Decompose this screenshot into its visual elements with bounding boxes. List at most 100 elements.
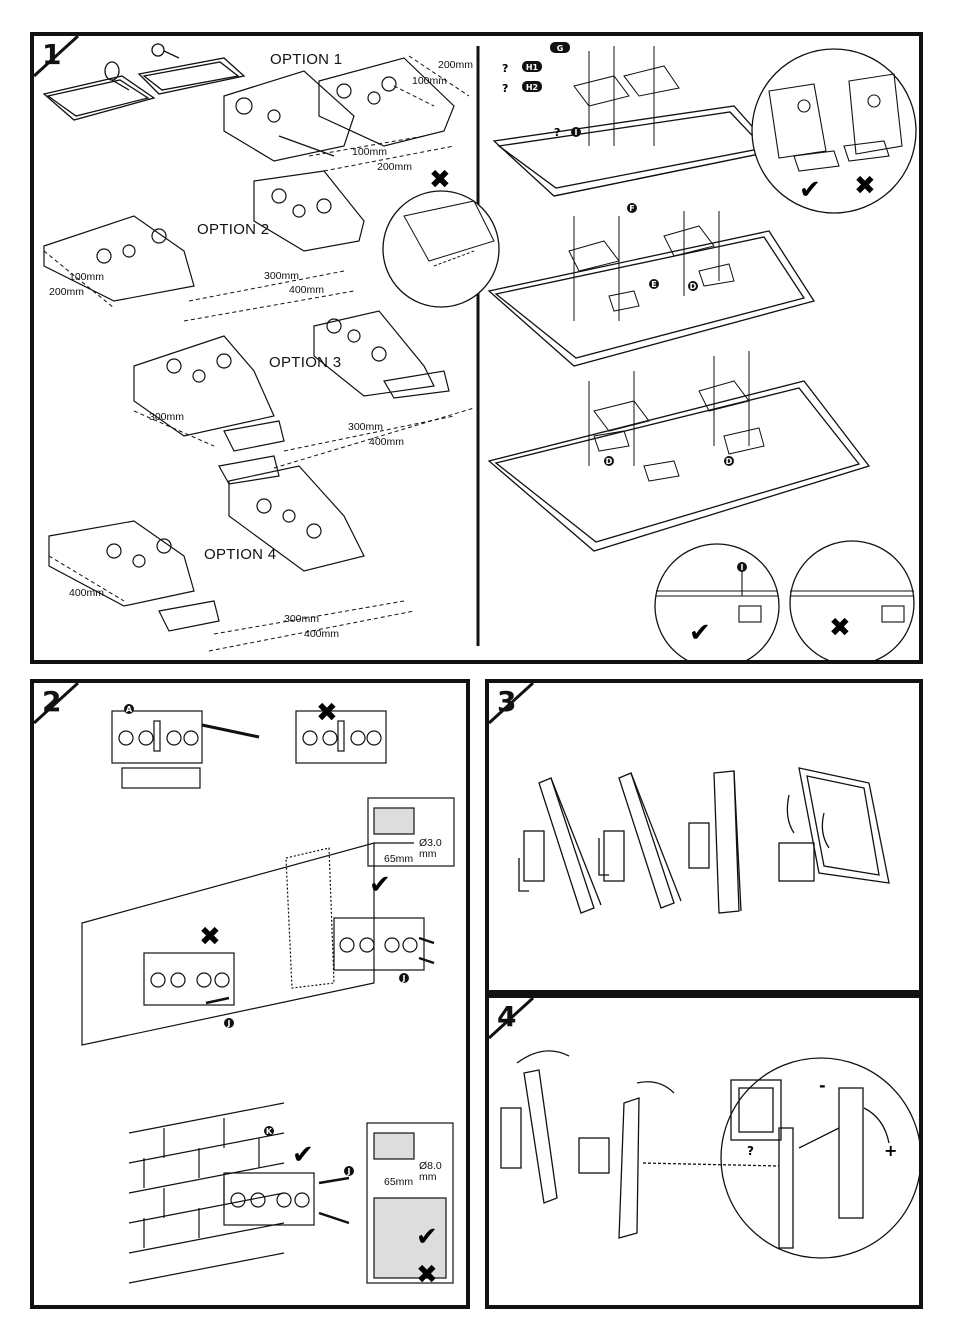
part-a-label: A [126, 705, 133, 714]
part-k-label: K [266, 1127, 273, 1136]
part-g-label: G [557, 44, 564, 53]
dim-100mm-opt1-b: 100mm [352, 146, 388, 158]
bracket-option4-right [218, 455, 365, 572]
step-number-1: 1 [42, 38, 62, 71]
drill-size-brick: Ø8.0 mm [419, 1160, 442, 1183]
tv-tilt-view-a [500, 1050, 570, 1204]
dim-200mm-opt1-b: 200mm [377, 161, 413, 173]
part-g-badge [550, 42, 570, 53]
part-j-label-brick: J [347, 1167, 351, 1176]
cross-mark-level: ✖ [316, 698, 338, 728]
check-mark-brick: ✔ [292, 1140, 314, 1170]
step-corner-tab [34, 36, 80, 78]
wall-plate-off-stud [143, 952, 235, 1006]
detail-circle-wrong [382, 190, 500, 308]
wood-stud [285, 847, 335, 989]
part-h1-label: H1 [526, 63, 539, 72]
check-mark-spacers: ✔ [799, 175, 821, 205]
dim-400mm-opt2: 400mm [289, 284, 325, 296]
panel-step-4: 4 ? - + [485, 994, 923, 1309]
warning-mark-tilt: ? [747, 1144, 754, 1158]
step1-part-markers: G H1 H2 I F E D D D I ? ? ? ✔ ✖ ✖ ✔ ✖ [429, 42, 876, 648]
drill-size-wood: Ø3.0 mm [419, 837, 442, 860]
tilt-plus-label: + [884, 1141, 897, 1160]
bracket-option2-right [253, 170, 365, 252]
option-3-label: OPTION 3 [269, 354, 342, 371]
step1-illustrations [42, 43, 917, 660]
tv-back-view-3 [487, 380, 871, 552]
panel-step-1: 1 [30, 32, 923, 664]
step-corner-tab [489, 683, 535, 725]
dim-200mm-opt1-a: 200mm [438, 59, 474, 71]
detail-circle-spacers [751, 48, 917, 214]
panel-step-3: 3 [485, 679, 923, 994]
detail-circle-correct-screw [654, 543, 780, 660]
warning-mark-1: ? [502, 62, 508, 75]
dim-400mm-opt4-left: 400mm [69, 587, 105, 599]
wall-rail [778, 1127, 794, 1249]
part-j-label-wall: J [227, 1019, 231, 1028]
step-number-4: 4 [497, 1000, 517, 1033]
drill-detail-box-wood [367, 797, 455, 867]
dim-400mm-opt4: 400mm [304, 628, 340, 640]
part-j-label-wood: J [402, 974, 406, 983]
step3-hanging-sequence [518, 767, 890, 914]
option-4-label: OPTION 4 [204, 546, 277, 563]
cross-mark-screw: ✖ [829, 613, 851, 643]
dim-65mm-brick: 65mm [384, 1176, 414, 1188]
dim-300mm-opt2: 300mm [264, 270, 300, 282]
tv-back-cushion-illustration [42, 43, 246, 121]
check-mark-anchor: ✔ [416, 1222, 438, 1252]
warning-mark-2: ? [502, 82, 508, 95]
part-i-label: I [575, 128, 578, 137]
step-number-3: 3 [497, 685, 517, 718]
tv-hanging-step-b [598, 772, 682, 909]
part-i-label-2: I [741, 563, 744, 572]
panel-step-2: 2 [30, 679, 470, 1309]
dim-400mm-opt3: 400mm [369, 436, 405, 448]
bracket-option3-left [133, 335, 285, 452]
wall-plate-on-stud [333, 917, 425, 971]
part-e-label: E [651, 280, 656, 289]
dim-300mm-opt4: 300mm [284, 613, 320, 625]
warning-mark-3: ? [554, 126, 560, 139]
cross-mark-spacers: ✖ [854, 171, 876, 201]
bracket-option4-left [48, 520, 220, 632]
step4-tilt-adjust: ? - + [500, 1050, 919, 1259]
step-corner-tab [489, 998, 535, 1040]
drywall-panel [81, 842, 375, 1046]
dim-100mm-opt2: 100mm [69, 271, 105, 283]
wall-plate-wrong-illustration [295, 710, 387, 764]
check-mark-stud: ✔ [369, 870, 391, 900]
part-d-label: D [690, 282, 697, 291]
dim-300mm-opt3-left: 300mm [149, 411, 185, 423]
bracket-option2-left [43, 215, 195, 302]
step-corner-tab [34, 683, 80, 725]
option-1-label: OPTION 1 [270, 51, 343, 68]
check-mark-screw: ✔ [689, 618, 711, 648]
cross-mark-anchor: ✖ [416, 1260, 438, 1290]
dim-300mm-opt3: 300mm [348, 421, 384, 433]
part-h2-label: H2 [526, 83, 538, 92]
cross-mark-detail: ✖ [429, 165, 451, 195]
dim-65mm-wood: 65mm [384, 853, 414, 865]
tv-hanging-detail [778, 767, 890, 884]
tv-hanging-step-a [518, 777, 602, 914]
step-number-2: 2 [42, 685, 62, 718]
detail-circle-wrong-screw [789, 540, 915, 660]
drill-detail-box-brick [366, 1122, 454, 1284]
cross-mark-drywall: ✖ [199, 922, 221, 952]
part-f-label: F [629, 204, 634, 213]
dim-100mm-opt1-a: 100mm [412, 75, 448, 87]
tv-hanging-step-c [688, 770, 742, 914]
bracket-option3-right [313, 310, 450, 399]
part-d-label-3: D [726, 457, 733, 466]
tv-tilt-view-b [578, 1081, 675, 1239]
tilt-minus-label: - [819, 1076, 826, 1095]
bracket-option1-left [223, 70, 355, 162]
picture-frame-icon [730, 1079, 782, 1141]
step2-illustrations: A J J K J ✖ ✔ ✖ ✔ ✔ ✖ [81, 698, 455, 1290]
wall-plate-on-brick [223, 1172, 315, 1226]
wall-plate-level-illustration [111, 710, 260, 789]
bracket-option1-right [318, 57, 455, 147]
